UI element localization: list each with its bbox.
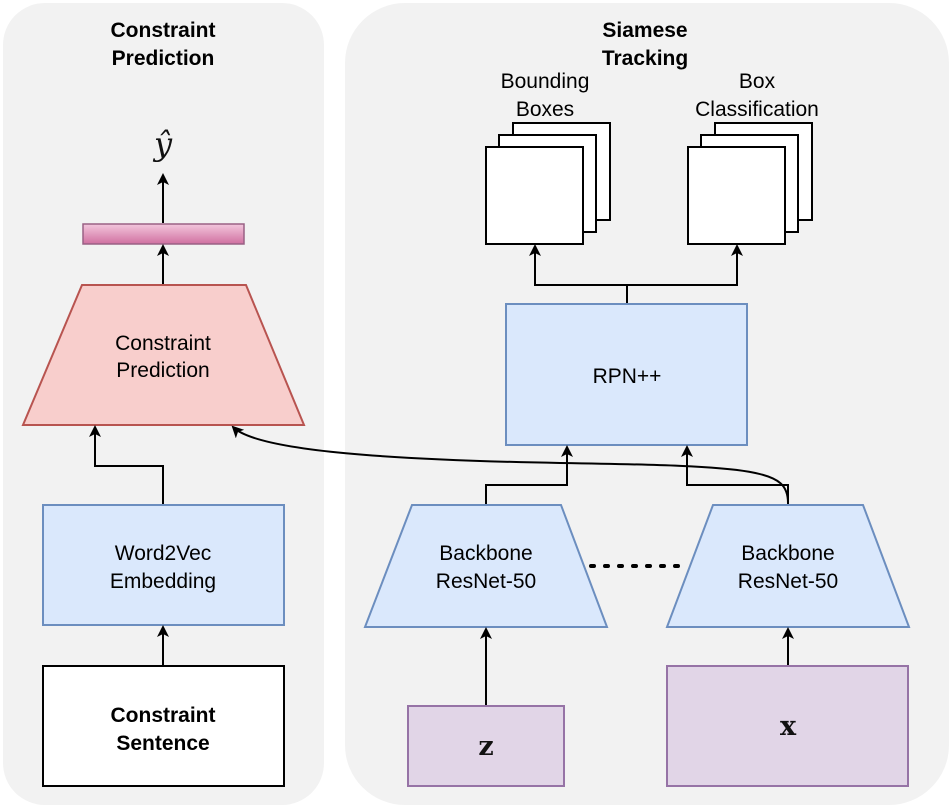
constraint-prediction-trapezoid: [21, 284, 306, 426]
input-z-label: z: [478, 731, 493, 762]
word2vec-label-line1: Word2Vec: [115, 542, 212, 565]
constraint-prediction-label-line2: Prediction: [116, 359, 209, 382]
panel-title-right-line2: Tracking: [602, 47, 688, 70]
arrow-backbone-left-to-rpn: [485, 445, 573, 505]
boxcls-label-line2: Classification: [695, 98, 819, 121]
panel-title-right-line1: Siamese: [602, 19, 687, 42]
backbone-left-label-line2: ResNet-50: [436, 570, 536, 593]
backbone-left-trapezoid: [363, 504, 609, 628]
backbone-right-label-line2: ResNet-50: [738, 570, 838, 593]
panel-title-left-line1: Constraint: [111, 19, 216, 42]
word2vec-label-line2: Embedding: [110, 570, 216, 593]
panel-title-left-line2: Prediction: [112, 47, 215, 70]
arrows-rpn-to-outputs: [529, 244, 628, 304]
bbox-label-line1: Bounding: [501, 70, 590, 93]
word2vec-embedding-box: [42, 504, 285, 626]
rpn-label: RPN++: [593, 365, 662, 388]
boxcls-label-line1: Box: [739, 70, 776, 93]
arrow-word2vec-to-prediction: [89, 425, 164, 505]
bounding-boxes-stack: [485, 122, 611, 245]
backbone-left-label-line1: Backbone: [439, 542, 532, 565]
constraint-prediction-label-line1: Constraint: [115, 332, 211, 355]
backbone-right-label-line1: Backbone: [741, 542, 834, 565]
arrow-backbone-right-to-prediction: [231, 425, 789, 504]
backbone-right-trapezoid: [665, 504, 911, 628]
input-z-box: [407, 705, 565, 787]
box-classification-stack: [687, 122, 813, 245]
bbox-label-line2: Boxes: [516, 98, 574, 121]
embedding-output-bar: [82, 223, 245, 245]
output-y-hat: ŷ: [152, 125, 173, 163]
input-x-label: x: [780, 711, 797, 742]
input-x-box: [666, 665, 909, 787]
constraint-sentence-box: [42, 665, 285, 787]
sentence-label-line2: Sentence: [116, 732, 209, 755]
arrow-rpn-to-boxcls: [627, 244, 743, 286]
rpn-box: [505, 303, 748, 446]
sentence-label-line1: Constraint: [111, 704, 216, 727]
